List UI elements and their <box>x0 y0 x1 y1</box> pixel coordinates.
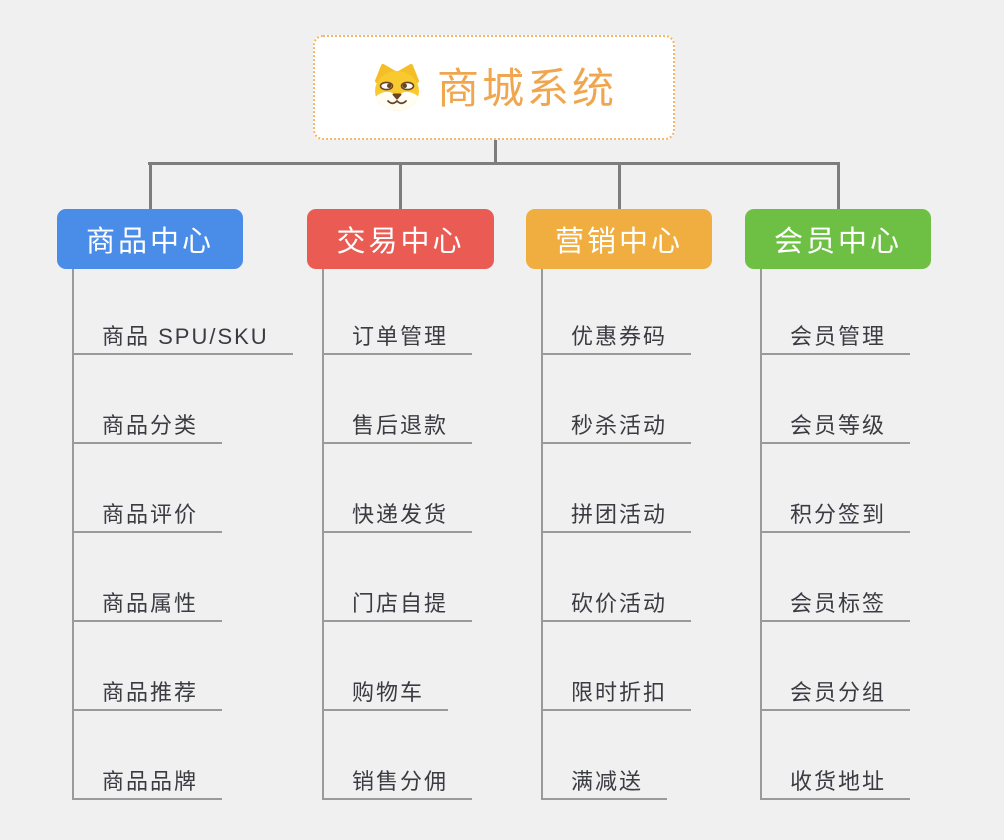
leaf-node[interactable]: 商品 SPU/SKU <box>72 313 293 355</box>
leaf-node[interactable]: 订单管理 <box>322 313 473 355</box>
connector-spine-trade <box>322 269 324 800</box>
branch-label: 会员中心 <box>773 226 902 258</box>
root-node[interactable]: 商城系统 <box>313 35 675 140</box>
dog-face-icon <box>371 63 423 113</box>
root-node-title: 商城系统 <box>436 64 617 112</box>
leaf-node[interactable]: 限时折扣 <box>541 669 692 711</box>
leaf-node[interactable]: 商品品牌 <box>72 758 223 800</box>
branch-node-trade-center[interactable]: 交易中心 <box>307 209 494 269</box>
connector-spine-product <box>72 269 74 800</box>
branch-node-marketing-center[interactable]: 营销中心 <box>526 209 712 269</box>
connector-horizontal-bus <box>148 162 840 165</box>
leaf-node[interactable]: 售后退款 <box>322 402 473 444</box>
connector-drop-marketing <box>618 164 621 210</box>
leaf-node[interactable]: 会员等级 <box>760 402 911 444</box>
branch-label: 交易中心 <box>336 226 465 258</box>
branch-node-member-center[interactable]: 会员中心 <box>745 209 931 269</box>
leaf-node[interactable]: 商品推荐 <box>72 669 223 711</box>
leaf-node[interactable]: 商品评价 <box>72 491 223 533</box>
connector-drop-member <box>837 164 840 210</box>
connector-spine-member <box>760 269 762 800</box>
leaf-node[interactable]: 会员标签 <box>760 580 911 622</box>
connector-drop-trade <box>399 164 402 210</box>
leaf-node[interactable]: 秒杀活动 <box>541 402 692 444</box>
branch-node-product-center[interactable]: 商品中心 <box>57 209 243 269</box>
leaf-node[interactable]: 会员管理 <box>760 313 911 355</box>
connector-drop-product <box>149 164 152 210</box>
leaf-node[interactable]: 会员分组 <box>760 669 911 711</box>
connector-root-stem <box>494 140 497 164</box>
connector-spine-marketing <box>541 269 543 800</box>
leaf-node[interactable]: 商品分类 <box>72 402 223 444</box>
leaf-node[interactable]: 满减送 <box>541 758 668 800</box>
leaf-node[interactable]: 门店自提 <box>322 580 473 622</box>
leaf-node[interactable]: 砍价活动 <box>541 580 692 622</box>
branch-label: 营销中心 <box>554 226 683 258</box>
leaf-node[interactable]: 购物车 <box>322 669 449 711</box>
leaf-node[interactable]: 拼团活动 <box>541 491 692 533</box>
leaf-node[interactable]: 积分签到 <box>760 491 911 533</box>
branch-label: 商品中心 <box>85 226 214 258</box>
leaf-node[interactable]: 优惠券码 <box>541 313 692 355</box>
leaf-node[interactable]: 销售分佣 <box>322 758 473 800</box>
leaf-node[interactable]: 快递发货 <box>322 491 473 533</box>
leaf-node[interactable]: 收货地址 <box>760 758 911 800</box>
leaf-node[interactable]: 商品属性 <box>72 580 223 622</box>
